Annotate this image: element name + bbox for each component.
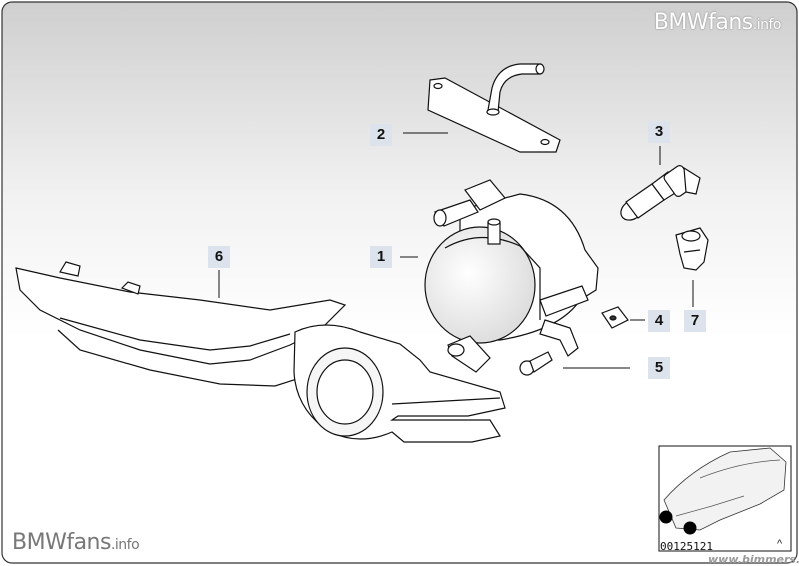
callout-6[interactable]: 6 <box>208 246 230 268</box>
part-clip-7 <box>675 227 709 271</box>
part-screw-5 <box>519 351 553 376</box>
locator-inset <box>658 445 792 552</box>
watermark-top-brand: BMWfans <box>653 10 753 35</box>
callout-2[interactable]: 2 <box>370 124 392 146</box>
callout-5[interactable]: 5 <box>648 357 670 379</box>
callout-1[interactable]: 1 <box>370 246 392 268</box>
part-trim-duct-6 <box>15 261 506 443</box>
watermark-bottom-brand: BMWfans <box>12 530 111 555</box>
part-bulb-3 <box>620 165 701 221</box>
site-watermark: www.bimmers.no <box>708 553 799 566</box>
leader-lines <box>218 132 694 369</box>
watermark-bottom-suffix: .info <box>110 537 140 553</box>
callout-4[interactable]: 4 <box>648 310 670 332</box>
watermark-top: BMWfans.info <box>653 10 782 35</box>
part-foglamp-1 <box>424 179 599 373</box>
part-nut-4 <box>601 306 629 329</box>
callout-3[interactable]: 3 <box>648 121 670 143</box>
diagram-code: 00125121 <box>660 540 713 553</box>
watermark-bottom: BMWfans.info <box>12 530 140 555</box>
callout-7[interactable]: 7 <box>684 310 706 332</box>
watermark-top-suffix: .info <box>752 17 782 33</box>
part-bracket-2 <box>427 63 561 153</box>
inset-caret-icon: ^ <box>777 538 783 550</box>
